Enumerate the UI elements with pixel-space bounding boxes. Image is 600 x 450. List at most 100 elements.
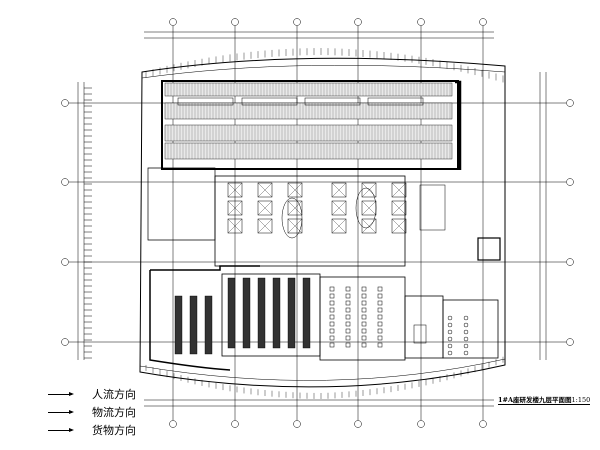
axis-bubble (61, 258, 69, 266)
meeting-table (413, 324, 427, 344)
desk-seat (345, 342, 351, 348)
shaft-cross (391, 200, 407, 216)
arrow-right-icon (48, 409, 74, 414)
office-room (304, 97, 361, 106)
shaft-cross (361, 182, 377, 198)
desk-seat (329, 314, 335, 320)
shaft-cross (391, 182, 407, 198)
desk-seat (329, 335, 335, 341)
shaft-cross (227, 200, 243, 216)
drawing-title: 1#A座研发楼九层平面图1:150 (498, 394, 591, 405)
shaft-cross (331, 200, 347, 216)
axis-bubble (61, 338, 69, 346)
desk-seat (361, 300, 367, 306)
shaft-cross (287, 182, 303, 198)
axis-bubble (293, 420, 301, 428)
desk-seat (329, 286, 335, 292)
desk-seat (361, 314, 367, 320)
desk-seat (329, 328, 335, 334)
axis-bubble (293, 18, 301, 26)
shaft-cross (361, 200, 377, 216)
desk-seat (377, 307, 383, 313)
legend-item-people-flow: 人流方向 (48, 386, 136, 402)
desk-seat (447, 329, 453, 335)
desk-seat (345, 300, 351, 306)
desk-seat (345, 335, 351, 341)
desk-seat (463, 350, 469, 356)
desk-seat (463, 343, 469, 349)
desk-seat (377, 342, 383, 348)
building-walls (139, 48, 506, 399)
desk-seat (377, 314, 383, 320)
axis-bubble (566, 99, 574, 107)
desk-seat (463, 315, 469, 321)
axis-bubble (479, 420, 487, 428)
shaft-cross (257, 200, 273, 216)
desk-seat (377, 293, 383, 299)
desk-seat (361, 293, 367, 299)
desk-seat (447, 350, 453, 356)
elevator-shaft (227, 200, 243, 216)
legend-label: 物流方向 (92, 406, 136, 419)
axis-bubble (417, 420, 425, 428)
desk-seat (345, 307, 351, 313)
legend-label: 人流方向 (92, 388, 136, 401)
elevator-shaft (257, 200, 273, 216)
desk-seat (345, 293, 351, 299)
elevator-shaft (287, 182, 303, 198)
rack-column (257, 277, 266, 349)
legend-item-logistics-flow: 物流方向 (48, 404, 136, 420)
elevator-shaft (287, 200, 303, 216)
desk-seat (361, 328, 367, 334)
desk-seat (329, 300, 335, 306)
facade-line (141, 65, 506, 79)
conveyor-line (455, 80, 462, 170)
desk-seat (361, 321, 367, 327)
elevator-shaft (227, 218, 243, 234)
axis-bubble (566, 338, 574, 346)
stair-core (355, 187, 377, 229)
desk-seat (447, 322, 453, 328)
drawing-scale: 1:150 (571, 396, 591, 404)
core-outline (214, 175, 406, 267)
desk-seat (377, 286, 383, 292)
meeting-room-wall (404, 295, 444, 359)
core-rooms (177, 97, 501, 356)
rack-row (164, 124, 453, 142)
desk-seat (447, 315, 453, 321)
rack-column (204, 295, 213, 355)
elevator-shaft (331, 200, 347, 216)
rack-column (189, 295, 198, 355)
legend-label: 货物方向 (92, 424, 136, 437)
area-wall (147, 167, 216, 241)
axis-bubble (566, 178, 574, 186)
desk-seat (463, 322, 469, 328)
dimension-lines (77, 31, 547, 407)
office-room (367, 97, 424, 106)
desk-seat (345, 286, 351, 292)
shaft-cross (391, 218, 407, 234)
elevator-shaft (287, 218, 303, 234)
desk-seat (345, 314, 351, 320)
office-room (241, 97, 298, 106)
elevator-shaft (361, 182, 377, 198)
shaft-cross (257, 182, 273, 198)
shaft-cross (257, 218, 273, 234)
arrow-right-icon (48, 427, 74, 432)
desk-seat (329, 321, 335, 327)
rack-row (164, 142, 453, 160)
shaft-cross (361, 218, 377, 234)
shaft-cross (227, 182, 243, 198)
desk-seat (329, 307, 335, 313)
elevator-shaft (331, 218, 347, 234)
desk-seat (345, 321, 351, 327)
rack-column (287, 277, 296, 349)
desk-seat (447, 336, 453, 342)
shaft-cross (287, 200, 303, 216)
desk-seat (361, 342, 367, 348)
drawing-title-text: 1#A座研发楼九层平面图 (498, 396, 572, 404)
desk-seat (463, 336, 469, 342)
desk-seat (361, 286, 367, 292)
rack-column (227, 277, 236, 349)
office-area-wall (319, 276, 406, 361)
